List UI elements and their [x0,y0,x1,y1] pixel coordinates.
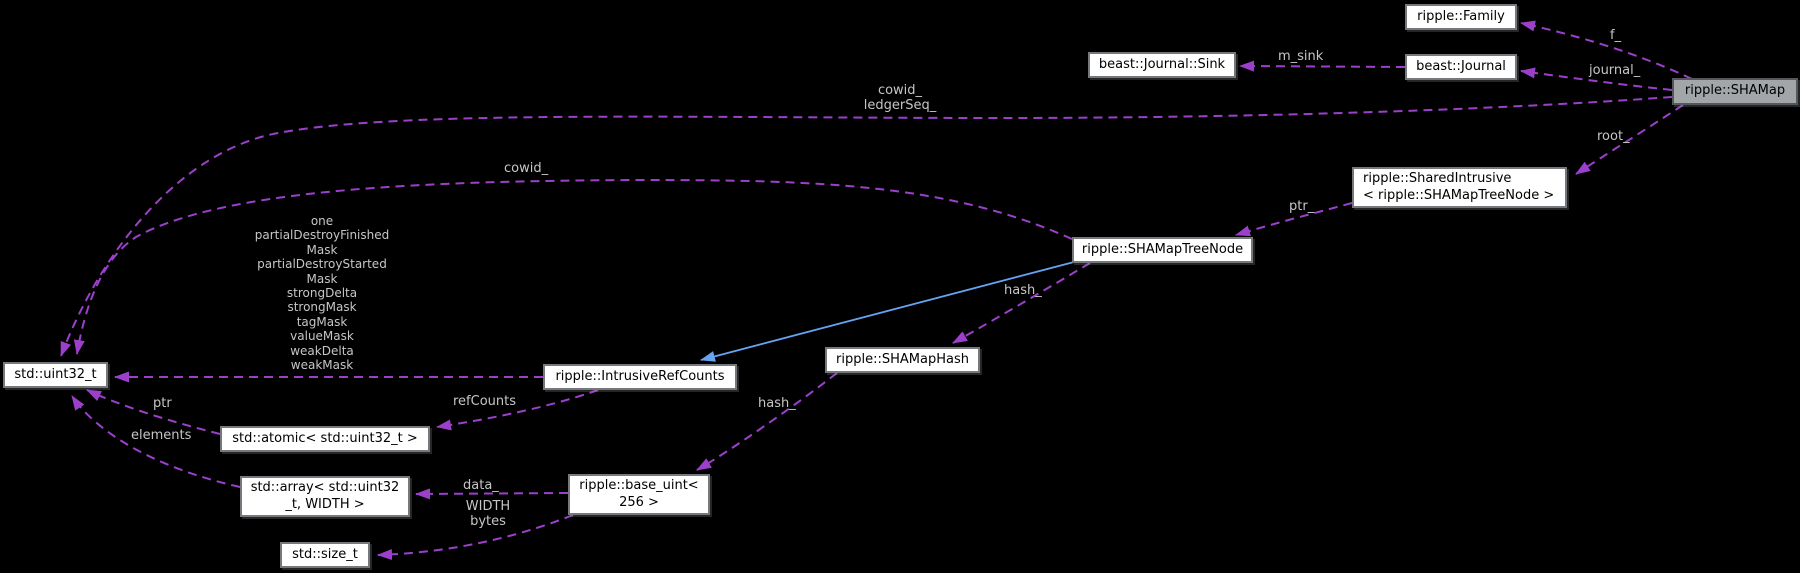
edge-label-data: data_ [463,478,499,493]
node-ripple-shamap-hash[interactable]: ripple::SHAMapHash [825,347,980,373]
edge-f [1520,20,1693,80]
edge-label-root: root_ [1597,129,1630,144]
edge-ptr-shared [1235,202,1353,237]
node-ripple-shared-intrusive[interactable]: ripple::SharedIntrusive < ripple::SHAMap… [1352,167,1567,208]
edge-cowid-ledgerseq [60,96,1673,357]
edge-label-elements: elements [131,428,192,443]
edge-label-hash-baseuint: hash_ [758,396,796,411]
node-beast-journal[interactable]: beast::Journal [1405,54,1517,80]
edge-journal [1520,67,1673,91]
edge-label-m-sink: m_sink [1278,49,1324,64]
node-ripple-base-uint-256[interactable]: ripple::base_uint< 256 > [568,474,710,515]
node-std-uint32-t[interactable]: std::uint32_t [3,362,108,388]
node-ripple-family[interactable]: ripple::Family [1405,4,1517,30]
node-std-size-t[interactable]: std::size_t [280,542,370,568]
edge-label-hash-treenode: hash_ [1004,283,1042,298]
node-ripple-shamap-tree-node[interactable]: ripple::SHAMapTreeNode [1072,237,1253,263]
node-beast-journal-sink[interactable]: beast::Journal::Sink [1088,52,1236,78]
edge-label-ptr-shared: ptr_ [1289,199,1315,214]
edge-m-sink [1239,60,1406,72]
edge-hash-baseuint [696,372,838,471]
node-std-array-uint32-width[interactable]: std::array< std::uint32 _t, WIDTH > [240,476,410,517]
edge-elements [71,395,241,488]
edge-data [415,488,569,500]
edge-cowid [73,178,1073,355]
edge-label-ptr: ptr [153,396,172,411]
edge-label-journal: journal_ [1589,63,1641,78]
edge-inheritance [700,261,1075,362]
edge-label-cowid: cowid_ [504,161,549,176]
edge-label-cowid-ledgerseq: cowid_ ledgerSeq_ [863,83,937,113]
edge-refcounts [436,389,599,431]
edge-label-masks: one partialDestroyFinished Mask partialD… [254,214,390,373]
node-ripple-intrusive-ref-counts[interactable]: ripple::IntrusiveRefCounts [543,364,737,390]
edge-ptr-atomic [86,389,221,435]
edge-label-width-bytes: WIDTH bytes [465,499,511,529]
node-std-atomic-uint32[interactable]: std::atomic< std::uint32_t > [220,426,430,452]
edge-label-refcounts: refCounts [453,394,517,409]
node-ripple-shamap[interactable]: ripple::SHAMap [1672,78,1798,105]
edge-label-f: f_ [1610,28,1622,43]
edge-root [1575,104,1684,175]
edge-hash-treenode [952,262,1091,344]
